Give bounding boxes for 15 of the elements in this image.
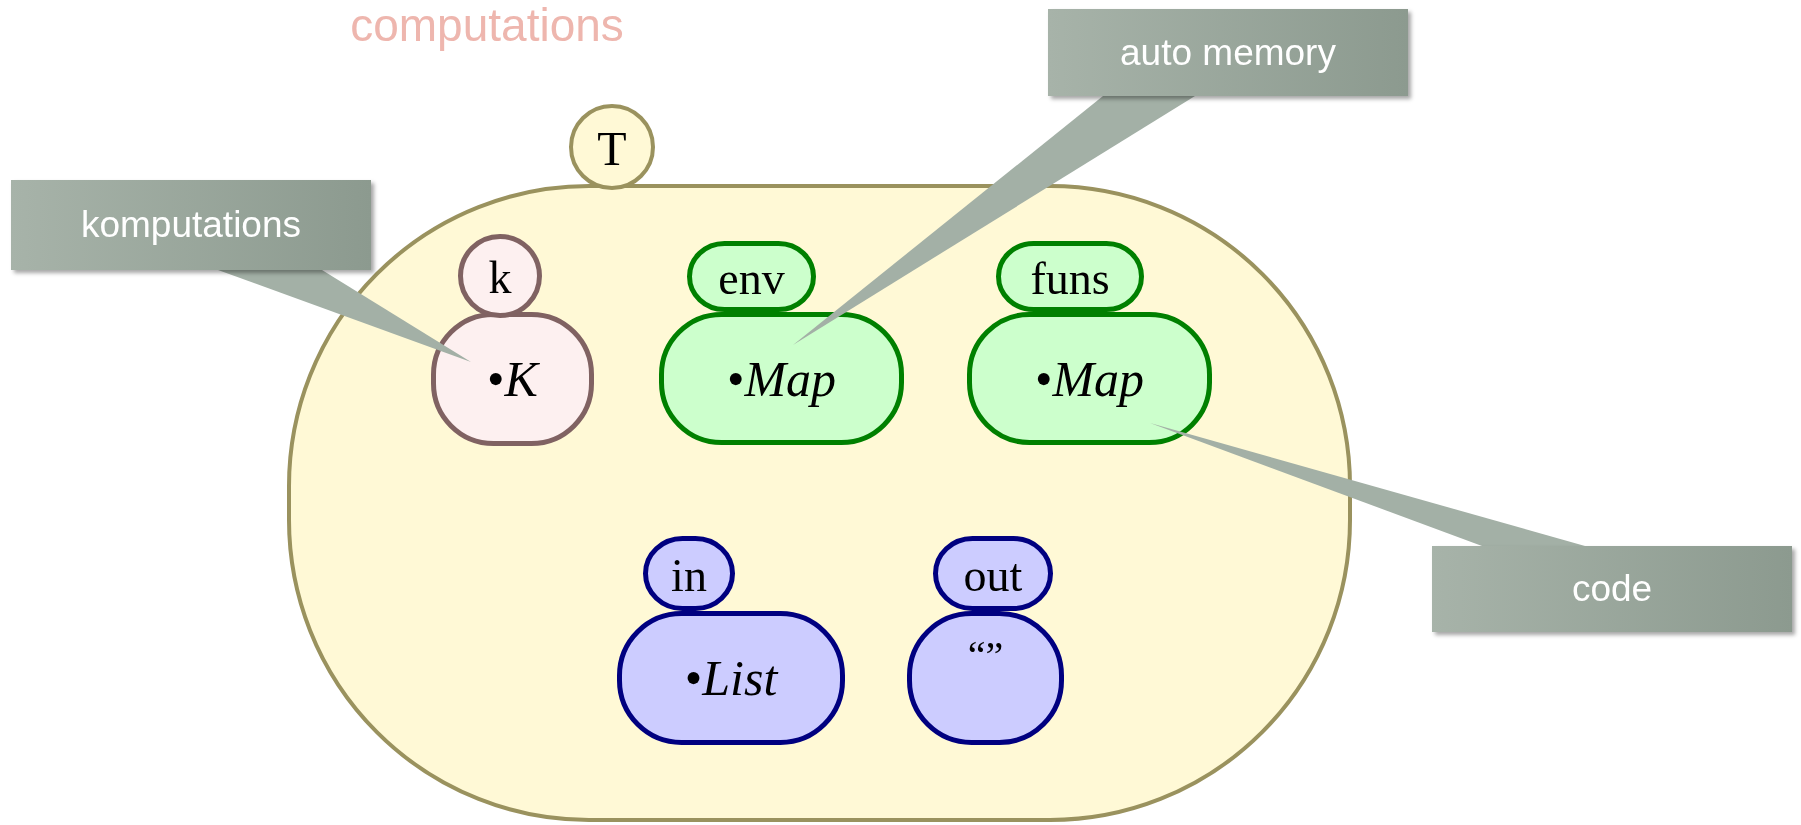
cell-name: in — [671, 552, 707, 599]
callout-label: komputations — [11, 180, 371, 270]
cell-name: out — [963, 552, 1023, 599]
cell-name: env — [718, 255, 785, 302]
leader-line — [793, 96, 1195, 345]
cell-value: •List — [684, 653, 778, 703]
leader-line — [1150, 423, 1585, 546]
callout-label: code — [1432, 546, 1792, 632]
cell-value: “” — [967, 636, 1004, 676]
callout-label: auto memory — [1048, 9, 1408, 96]
cell-name: T — [597, 125, 627, 173]
cell-name: funs — [1030, 255, 1110, 302]
leader-line — [218, 270, 471, 362]
cell-value: •K — [487, 354, 538, 404]
cell-name: k — [488, 255, 512, 301]
